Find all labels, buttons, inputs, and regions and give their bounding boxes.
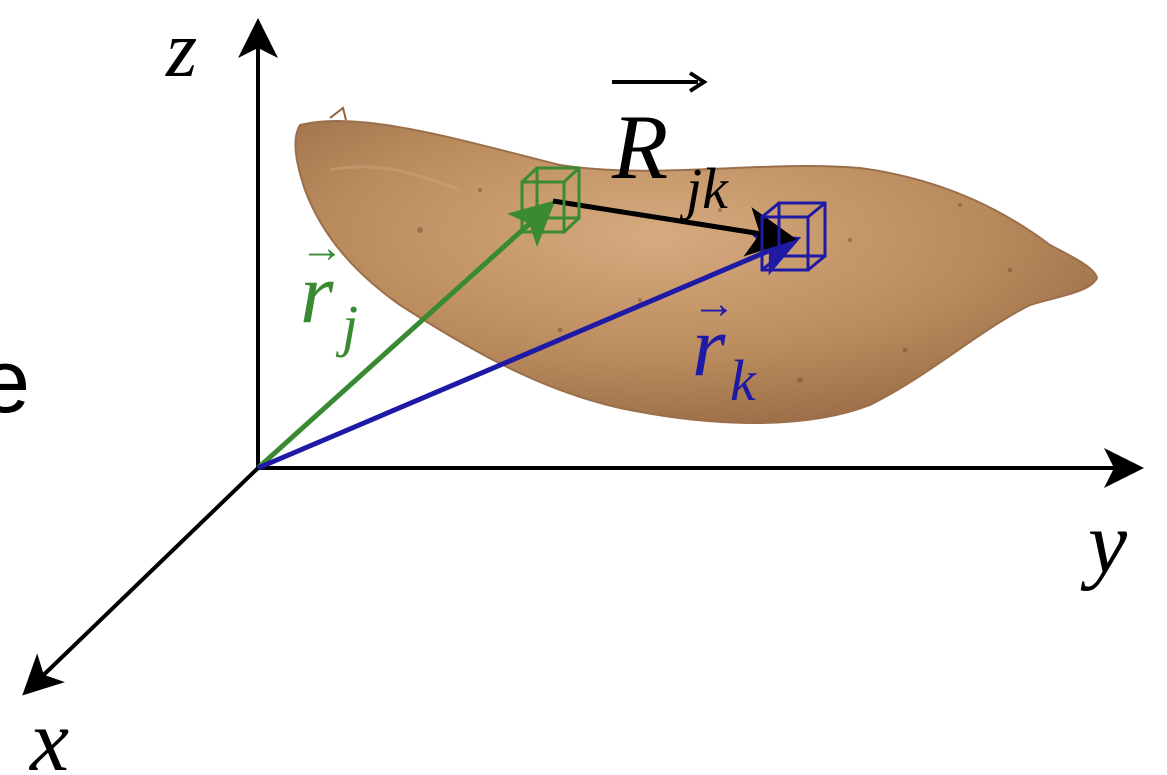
volume-element-k-icon — [760, 201, 827, 272]
label-r-k: → r k — [692, 279, 757, 413]
label-R-jk-subscript: jk — [679, 156, 729, 221]
label-r-j-arrow: → — [300, 223, 344, 272]
label-r-k-letter: r — [692, 298, 726, 394]
vector-r-j — [256, 200, 556, 470]
sweet-potato-image — [294, 106, 1099, 425]
label-R-jk-arrowhead — [688, 71, 708, 93]
label-r-j-subscript: j — [335, 293, 358, 358]
label-R-jk: R jk — [611, 71, 729, 221]
label-r-j: → r j — [300, 223, 358, 358]
label-R-jk-letter: R — [611, 96, 668, 198]
vector-R-jk — [552, 198, 797, 257]
axes — [22, 18, 1144, 696]
volume-element-j-icon — [520, 166, 581, 234]
y-axis-label: y — [1080, 495, 1128, 592]
label-r-k-subscript: k — [730, 348, 757, 413]
z-axis-label: z — [165, 6, 197, 94]
vector-r-k — [257, 233, 802, 471]
edge-text-fragment: e — [0, 332, 30, 432]
x-axis-label: x — [28, 693, 69, 775]
x-axis — [22, 466, 260, 696]
label-r-j-letter: r — [300, 245, 334, 341]
label-r-k-arrow: → — [692, 279, 736, 328]
